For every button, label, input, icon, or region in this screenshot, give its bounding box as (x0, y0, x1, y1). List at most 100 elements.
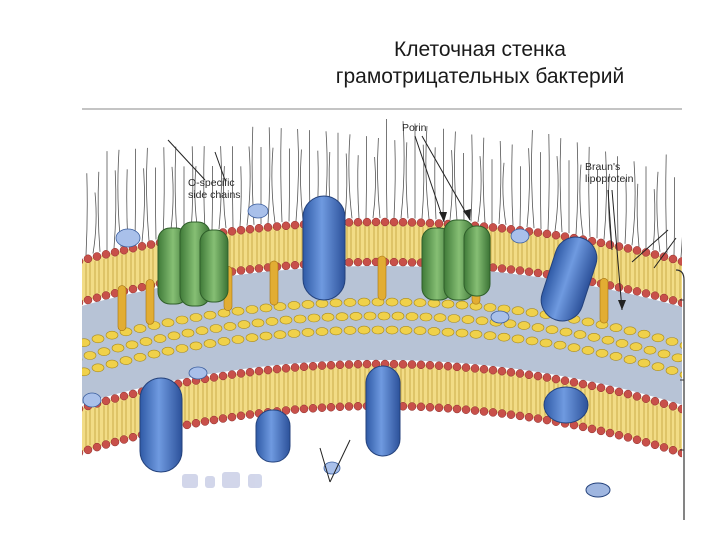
arrow-heads (439, 209, 626, 310)
peptidoglycan-unit (377, 311, 391, 321)
lipid-head (353, 359, 363, 369)
peptidoglycan-unit (399, 297, 413, 307)
lipid-head (506, 410, 516, 419)
lipid-head (614, 430, 624, 440)
peptidoglycan-unit (82, 338, 91, 347)
lipid-head (696, 304, 704, 312)
side-chain (652, 189, 656, 251)
side-chain (357, 155, 360, 219)
peptidoglycan-unit (363, 311, 377, 321)
lipid-head (533, 268, 543, 278)
lipid-head (560, 376, 570, 385)
side-chain (531, 130, 535, 229)
peptidoglycan-unit (609, 323, 623, 333)
lipid-head (605, 240, 615, 249)
peptidoglycan-unit (399, 325, 413, 335)
peptidoglycan-unit (531, 323, 545, 332)
peptidoglycan-unit (665, 366, 679, 375)
peptidoglycan-unit (139, 337, 153, 346)
peptidoglycan-unit (455, 300, 469, 310)
lipid-head (533, 228, 543, 237)
lipid-head (587, 424, 597, 434)
side-chain (554, 156, 559, 232)
lipid-head (119, 435, 129, 444)
peptidoglycan-unit (181, 328, 195, 338)
side-chain (616, 156, 619, 243)
lipid-head (236, 266, 246, 275)
peptidoglycan-unit (279, 315, 293, 325)
label-porin: Porin (402, 122, 427, 134)
peptidoglycan-unit (125, 340, 139, 350)
side-chain (300, 149, 304, 221)
peptidoglycan-unit (385, 297, 399, 307)
peptidoglycan-unit (287, 329, 301, 338)
lipid-head (506, 265, 516, 274)
peptidoglycan-unit (82, 358, 83, 361)
side-chain (405, 142, 409, 219)
lipid-head (209, 415, 219, 425)
im-protein-2 (255, 409, 291, 463)
peptidoglycan-unit (573, 330, 587, 339)
side-chain (665, 154, 668, 254)
lipid-head (101, 396, 111, 406)
peptidoglycan-unit (64, 343, 76, 351)
lipid-head (290, 220, 300, 230)
lipid-head (461, 363, 471, 372)
side-chain (421, 144, 425, 219)
lipid-head (281, 261, 291, 271)
side-chain (288, 148, 291, 222)
peptidoglycan-unit (665, 337, 679, 346)
side-chain (385, 118, 388, 219)
lipid-head (344, 360, 354, 369)
peptidoglycan-unit (503, 319, 517, 329)
lipid-head (632, 287, 642, 296)
side-chain (162, 147, 165, 239)
membrane-art (64, 110, 704, 525)
side-chain (267, 127, 271, 224)
lipid-head (101, 250, 111, 259)
peptidoglycan-unit (511, 306, 525, 316)
peptidoglycan-unit (427, 327, 441, 336)
lipid-head (218, 414, 228, 423)
lipid-head (335, 360, 345, 370)
side-chain (231, 146, 234, 228)
lipid-head (596, 426, 606, 436)
side-chain (218, 146, 222, 230)
lipid-head (308, 404, 318, 413)
lipid-head (488, 408, 498, 417)
lipid-head (659, 399, 669, 408)
peptidoglycan-unit (329, 298, 343, 308)
peptidoglycan-unit (259, 303, 273, 313)
peptidoglycan-unit (273, 302, 287, 311)
lipid-head (254, 223, 264, 233)
lipid-head (696, 411, 704, 419)
side-chain (526, 148, 530, 228)
lipid-head (677, 298, 682, 308)
peptidoglycan-unit (651, 362, 665, 372)
peptidoglycan-unit (433, 313, 447, 323)
peptidoglycan-unit (623, 355, 637, 364)
peptidoglycan-unit (517, 321, 531, 330)
side-chain (502, 162, 507, 225)
peptidoglycan-unit (595, 348, 609, 358)
lipid-head (128, 284, 138, 294)
lipid-head (434, 361, 444, 370)
lipid-head (83, 254, 93, 264)
lipid-head (272, 222, 282, 231)
lipid-head (92, 252, 102, 261)
peptidoglycan-unit (581, 317, 595, 327)
im-protein-4 (543, 386, 589, 424)
lipid-head (416, 402, 426, 412)
lipid-head (227, 412, 237, 422)
lipid-head (659, 293, 669, 303)
lipid-head (443, 404, 453, 413)
peptidoglycan-unit (119, 356, 133, 365)
lipid-head (66, 452, 74, 460)
peptidoglycan-unit (105, 330, 119, 340)
lipid-head (326, 360, 336, 370)
peptidoglycan-unit (217, 308, 231, 318)
peptidoglycan-unit (203, 339, 217, 348)
lipid-head (623, 244, 633, 253)
lipid-head (335, 402, 345, 412)
